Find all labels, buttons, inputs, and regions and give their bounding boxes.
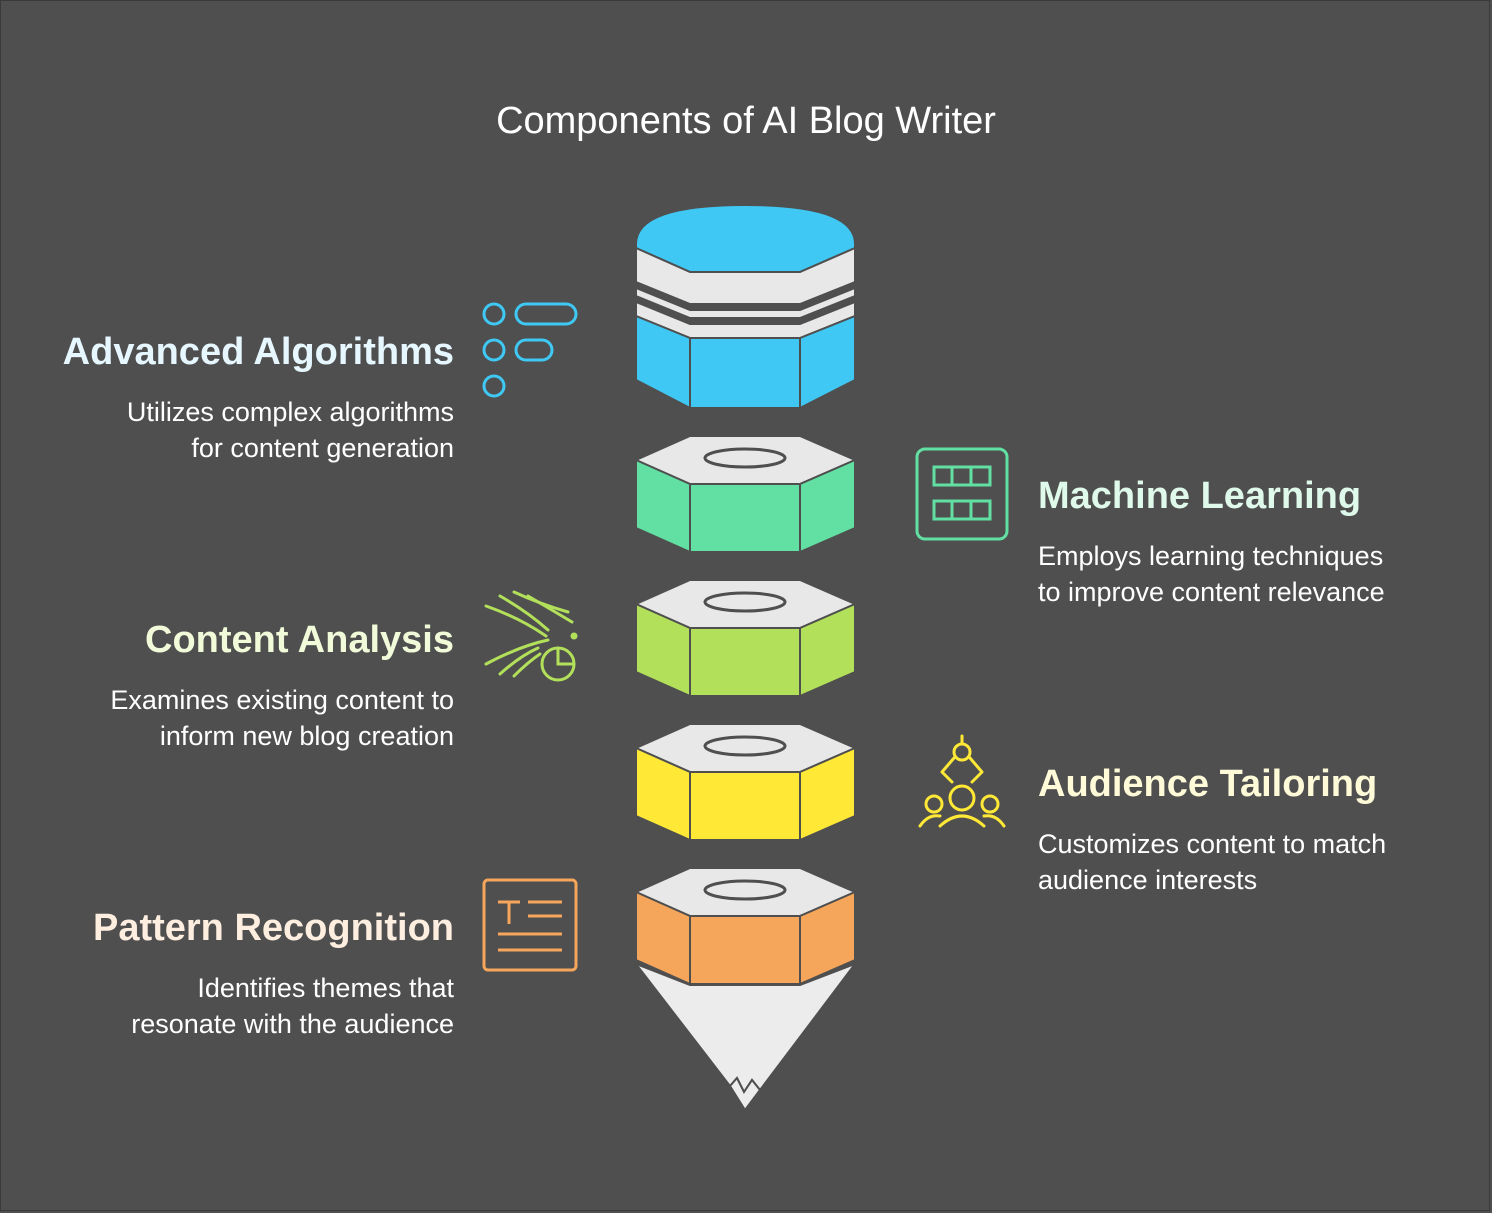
description-line: inform new blog creation [159,721,454,751]
component-pattern-recognition: Pattern Recognition Identifies themes th… [93,906,454,1042]
component-heading: Audience Tailoring [1038,763,1378,805]
component-description: Utilizes complex algorithms for content g… [63,394,454,466]
pencil-cap-face [689,337,801,409]
segment-front-face [689,915,801,985]
description-line: resonate with the audience [131,1009,454,1039]
component-audience-tailoring: Audience Tailoring Customizes content to… [1038,762,1386,898]
segment-hole [703,447,787,469]
component-heading: Machine Learning [1038,475,1362,517]
pencil-cap-ring [635,246,856,305]
description-line: Employs learning techniques [1038,541,1384,571]
component-advanced-algorithms: Advanced Algorithms Utilizes complex alg… [63,330,454,466]
pencil-segment-content-analysis [633,579,858,698]
pencil-cap-top [635,203,856,273]
wind-pie-chart-icon [484,590,578,682]
component-description: Customizes content to match audience inte… [1038,826,1386,898]
description-line: Identifies themes that [197,973,454,1003]
segment-front-face [689,771,801,841]
description-line: Utilizes complex algorithms [126,397,454,427]
component-machine-learning: Machine Learning Employs learning techni… [1038,474,1385,610]
list-toggle-icon [482,302,578,398]
pencil-segment-pattern-recognition [633,867,858,986]
segment-front-face [689,627,801,697]
component-description: Examines existing content to inform new b… [110,682,454,754]
segment-hole [703,591,787,613]
component-description: Employs learning techniques to improve co… [1038,538,1385,610]
description-line: for content generation [191,433,454,463]
pencil-cap [635,203,856,410]
component-heading: Advanced Algorithms [62,331,454,373]
description-line: audience interests [1038,865,1258,895]
description-line: Examines existing content to [110,685,454,715]
component-heading: Pattern Recognition [92,907,454,949]
pencil-cap-ring [635,286,856,319]
pencil-cap-face [799,314,856,410]
segment-side-face [799,890,856,986]
segment-hole [703,735,787,757]
description-line: Customizes content to match [1038,829,1387,859]
diagram-title: Components of AI Blog Writer [496,100,996,142]
pencil-segment-audience-tailoring [633,723,858,842]
grid-table-icon [915,447,1009,541]
description-line: to improve content relevance [1038,577,1385,607]
segment-side-face [799,746,856,842]
component-content-analysis: Content Analysis Examines existing conte… [110,618,454,754]
segment-hole [703,879,787,901]
component-heading: Content Analysis [145,619,454,661]
robot-arm-user-icon [918,734,1006,828]
pencil-segment-machine-learning [633,435,858,554]
text-document-icon [482,878,578,972]
component-description: Identifies themes that resonate with the … [93,970,454,1042]
segment-side-face [799,458,856,554]
pencil-tip [633,961,858,1112]
pencil-lead [728,1076,762,1112]
segment-side-face [799,602,856,698]
segment-front-face [689,483,801,553]
